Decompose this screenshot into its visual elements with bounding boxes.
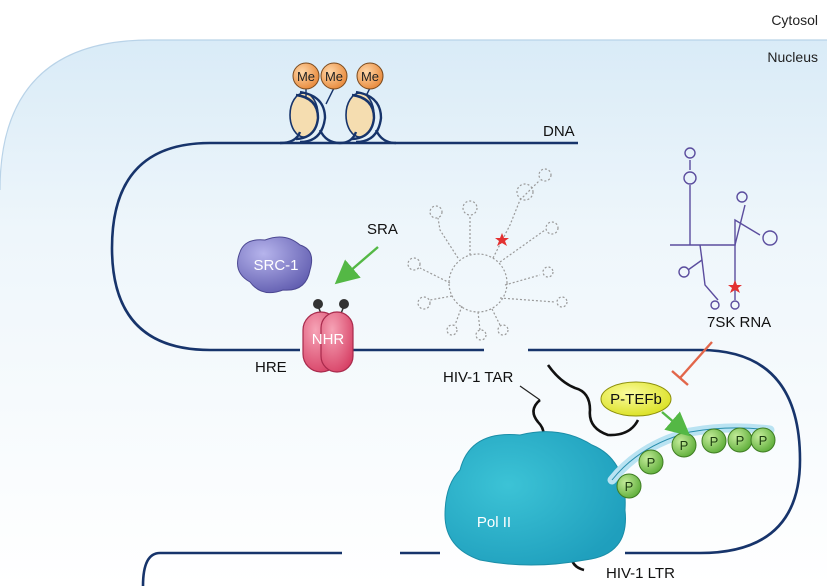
nucleus-area — [0, 40, 827, 586]
inhibition-line — [679, 341, 713, 379]
phospho-mark — [701, 428, 727, 454]
sra-arrow — [334, 246, 379, 285]
hiv-tar-rna — [546, 364, 640, 437]
pol2-label: Pol II — [477, 514, 511, 531]
phospho-label: P — [710, 434, 719, 449]
sra-rna-structure — [407, 168, 568, 341]
dna-strand — [110, 141, 802, 586]
dna-label: DNA — [543, 123, 575, 140]
nhr-dimer: NHR — [302, 299, 354, 373]
phospho-mark — [638, 449, 664, 475]
methyl-mark — [292, 62, 320, 90]
nucleus-label: Nucleus — [767, 49, 818, 65]
rna-7sk-label: 7SK RNA — [707, 314, 771, 331]
pol2-enzyme — [444, 431, 626, 566]
sra-star-mark — [495, 233, 509, 246]
inhibition-bar — [671, 370, 689, 386]
phospho-label: P — [647, 455, 656, 470]
phospho-label: P — [625, 479, 634, 494]
nucleosome-left — [279, 90, 341, 145]
ptefb-label: P-TEFb — [610, 391, 662, 408]
nhr-label: NHR — [312, 331, 345, 348]
phospho-label: P — [759, 433, 768, 448]
methyl-mark — [356, 62, 384, 90]
phospho-label: P — [736, 433, 745, 448]
nuclear-envelope — [0, 39, 827, 191]
phosphorylation-arrow — [661, 411, 691, 437]
src1-label: SRC-1 — [253, 257, 298, 274]
phospho-mark — [750, 427, 776, 453]
methyl-label: Me — [325, 69, 343, 84]
nucleosome-right — [339, 90, 397, 145]
ptefb-complex — [600, 381, 672, 417]
methyl-label: Me — [297, 69, 315, 84]
hiv-ltr-label: HIV-1 LTR — [606, 565, 675, 582]
methyl-mark — [320, 62, 348, 90]
nucleosomes: Me Me Me — [279, 62, 397, 145]
rna-7sk-star-mark — [728, 280, 742, 293]
phospho-mark — [616, 473, 642, 499]
hiv-tar-pointer — [519, 385, 541, 401]
hre-label: HRE — [255, 359, 287, 376]
methyl-label: Me — [361, 69, 379, 84]
rna-7sk-structure — [670, 147, 778, 310]
phospho-marks: P P P P P P — [616, 427, 776, 499]
src1-protein — [237, 236, 313, 294]
hiv-tar-label: HIV-1 TAR — [443, 369, 513, 386]
phospho-label: P — [680, 438, 689, 453]
sra-label: SRA — [367, 221, 398, 238]
cytosol-label: Cytosol — [771, 12, 818, 28]
